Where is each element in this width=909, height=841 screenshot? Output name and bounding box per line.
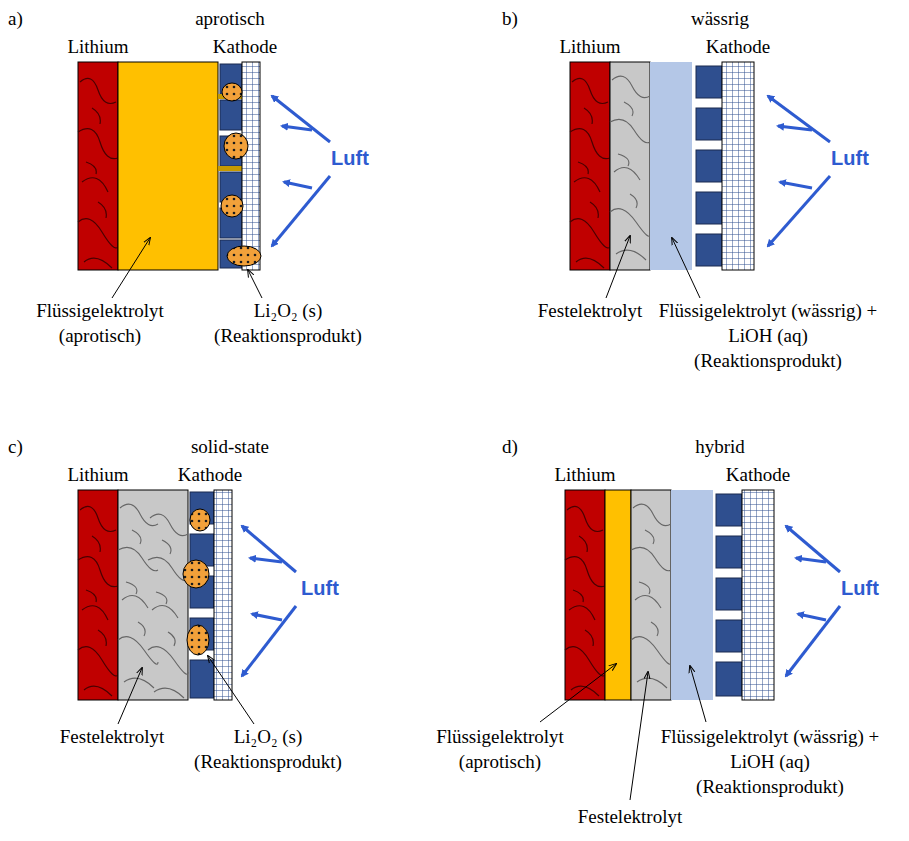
part-name: Kathode — [683, 34, 793, 59]
callout-label: Festelektrolyt — [515, 298, 665, 323]
cell-aqueous — [570, 62, 830, 298]
part-name: Lithium — [530, 462, 640, 487]
callout-label: Flüssigelektrolyt (wässrig) + LiOH (aq) … — [652, 298, 884, 373]
callout-label: Flüssigelektrolyt (aprotisch) — [10, 298, 190, 348]
panel-letter: a) — [8, 6, 38, 31]
air-label: Luft — [315, 146, 385, 171]
panel-letter: b) — [502, 6, 532, 31]
panel-title: wässrig — [640, 6, 800, 31]
callout-label: Flüssigelektrolyt (aprotisch) — [410, 724, 590, 774]
cell-aprotic — [78, 62, 330, 298]
part-name: Lithium — [43, 462, 153, 487]
panel-title: solid-state — [150, 434, 310, 459]
callout-label: Festelektrolyt — [555, 804, 705, 829]
callout-label: Li₂O₂ (s) (Reaktionsprodukt) — [193, 298, 383, 348]
part-name: Lithium — [43, 34, 153, 59]
panel-letter: c) — [8, 434, 38, 459]
callout-label: Li₂O₂ (s) (Reaktionsprodukt) — [173, 724, 363, 774]
air-label: Luft — [285, 576, 355, 601]
callout-label: Flüssigelektrolyt (wässrig) + LiOH (aq) … — [654, 724, 886, 799]
part-name: Kathode — [703, 462, 813, 487]
part-name: Kathode — [190, 34, 300, 59]
panel-letter: d) — [502, 434, 532, 459]
part-name: Kathode — [155, 462, 265, 487]
air-label: Luft — [815, 146, 885, 171]
callout-label: Festelektrolyt — [37, 724, 187, 749]
air-label: Luft — [825, 576, 895, 601]
panel-title: aprotisch — [150, 6, 310, 31]
cell-solid-state — [78, 490, 296, 724]
panel-title: hybrid — [640, 434, 800, 459]
part-name: Lithium — [535, 34, 645, 59]
